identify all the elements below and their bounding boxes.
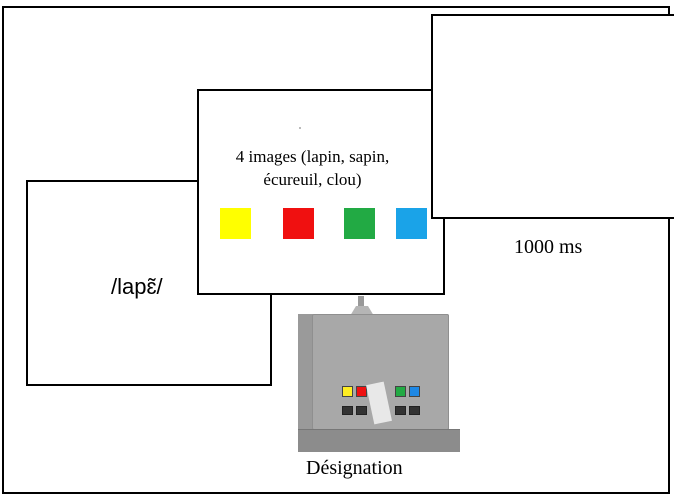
screen-images — [197, 89, 445, 295]
green-key[interactable] — [395, 386, 406, 397]
response-box-front — [298, 429, 460, 452]
images-caption: 4 images (lapin, sapin, écureuil, clou) — [235, 147, 390, 189]
response-box-side — [298, 314, 314, 430]
black-key[interactable] — [409, 406, 420, 415]
green-square — [344, 208, 375, 239]
yellow-key[interactable] — [342, 386, 353, 397]
black-key[interactable] — [395, 406, 406, 415]
blue-key[interactable] — [409, 386, 420, 397]
timing-label: 1000 ms — [514, 236, 583, 258]
device-cable-icon — [350, 296, 374, 316]
blue-square — [396, 208, 427, 239]
yellow-square — [220, 208, 251, 239]
black-key[interactable] — [356, 406, 367, 415]
red-square — [283, 208, 314, 239]
red-key[interactable] — [356, 386, 367, 397]
screen-blank — [431, 14, 674, 219]
black-key[interactable] — [342, 406, 353, 415]
designation-label: Désignation — [306, 457, 403, 479]
auditory-stimulus-text: /lapɛ̃/ — [111, 274, 163, 299]
fixation-dot — [299, 127, 301, 129]
